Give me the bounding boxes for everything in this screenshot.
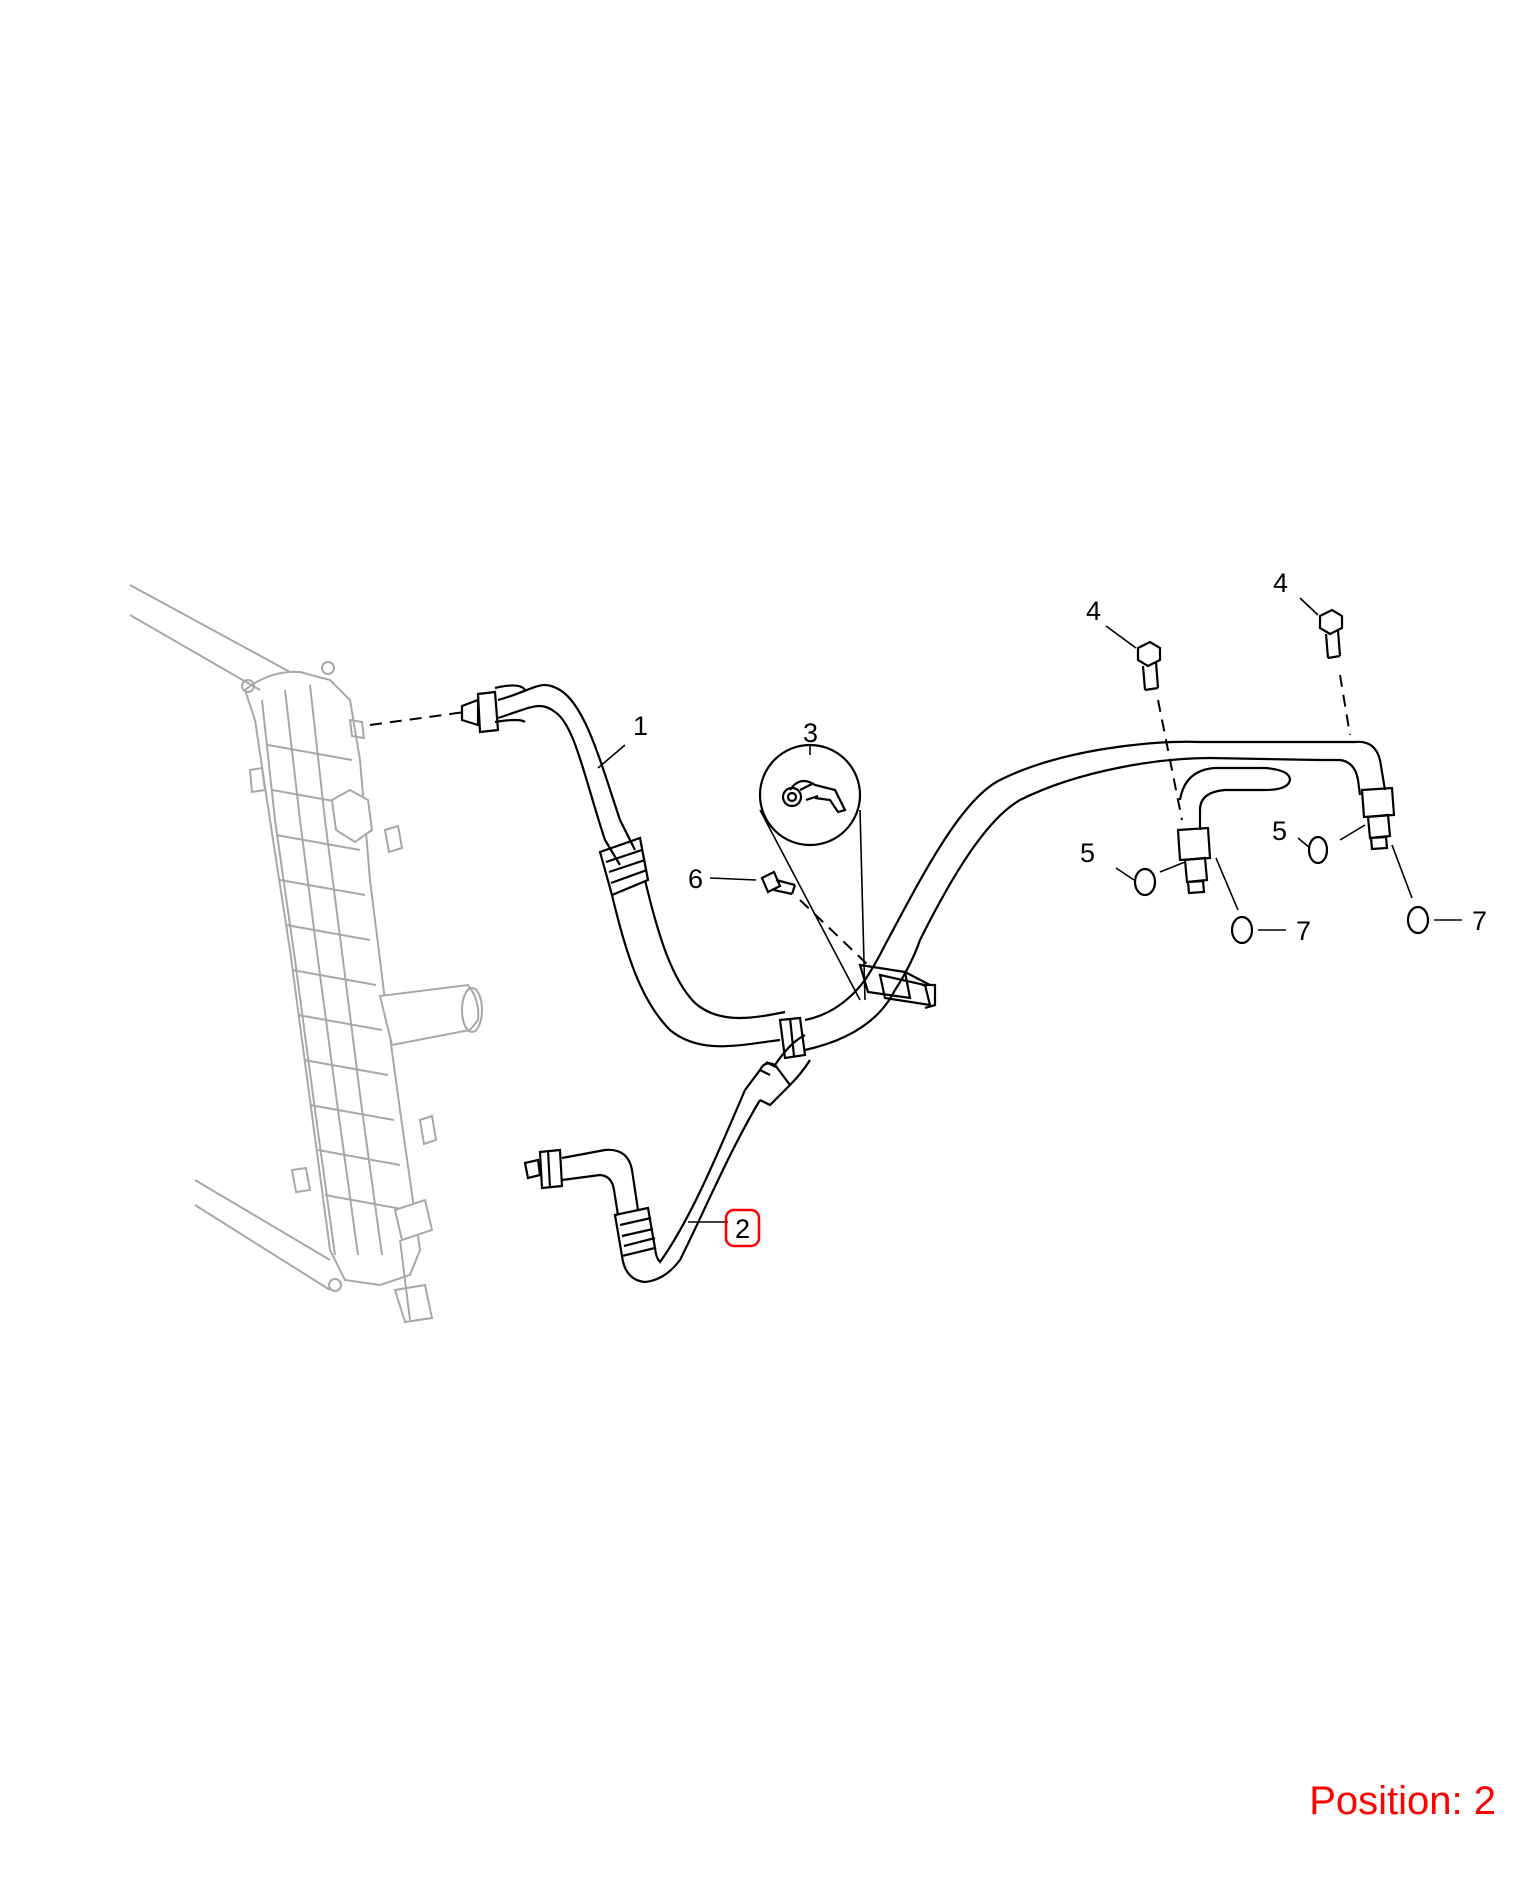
right-fitting	[1360, 786, 1396, 851]
leader-1	[597, 744, 626, 769]
left-fitting	[1176, 766, 1292, 895]
hose-2	[523, 1034, 811, 1284]
radiator	[129, 584, 483, 1324]
callout-5-right[interactable]: 5	[1272, 816, 1287, 846]
clip-3	[758, 743, 937, 1010]
callout-4-right[interactable]: 4	[1273, 568, 1288, 598]
o-ring-7-left	[1215, 857, 1286, 945]
callout-6[interactable]: 6	[688, 864, 703, 894]
callout-3[interactable]: 3	[803, 718, 818, 748]
callout-2-highlight	[724, 1208, 761, 1248]
o-ring-7-right	[1391, 844, 1462, 935]
callout-1[interactable]: 1	[633, 711, 648, 741]
callout-2[interactable]: 2	[735, 1214, 750, 1244]
o-ring-5-right	[1297, 824, 1366, 865]
bolt-6	[709, 870, 869, 966]
o-ring-5-left	[1115, 861, 1186, 897]
callout-5-left[interactable]: 5	[1080, 838, 1095, 868]
callout-7-right[interactable]: 7	[1472, 906, 1487, 936]
position-label: Position: 2	[1309, 1779, 1496, 1823]
callout-7-left[interactable]: 7	[1296, 916, 1311, 946]
bolt-4-right	[1299, 597, 1351, 736]
callout-4-left[interactable]: 4	[1086, 596, 1101, 626]
hose-1	[369, 683, 1387, 1060]
bolt-4-left	[1105, 625, 1183, 821]
